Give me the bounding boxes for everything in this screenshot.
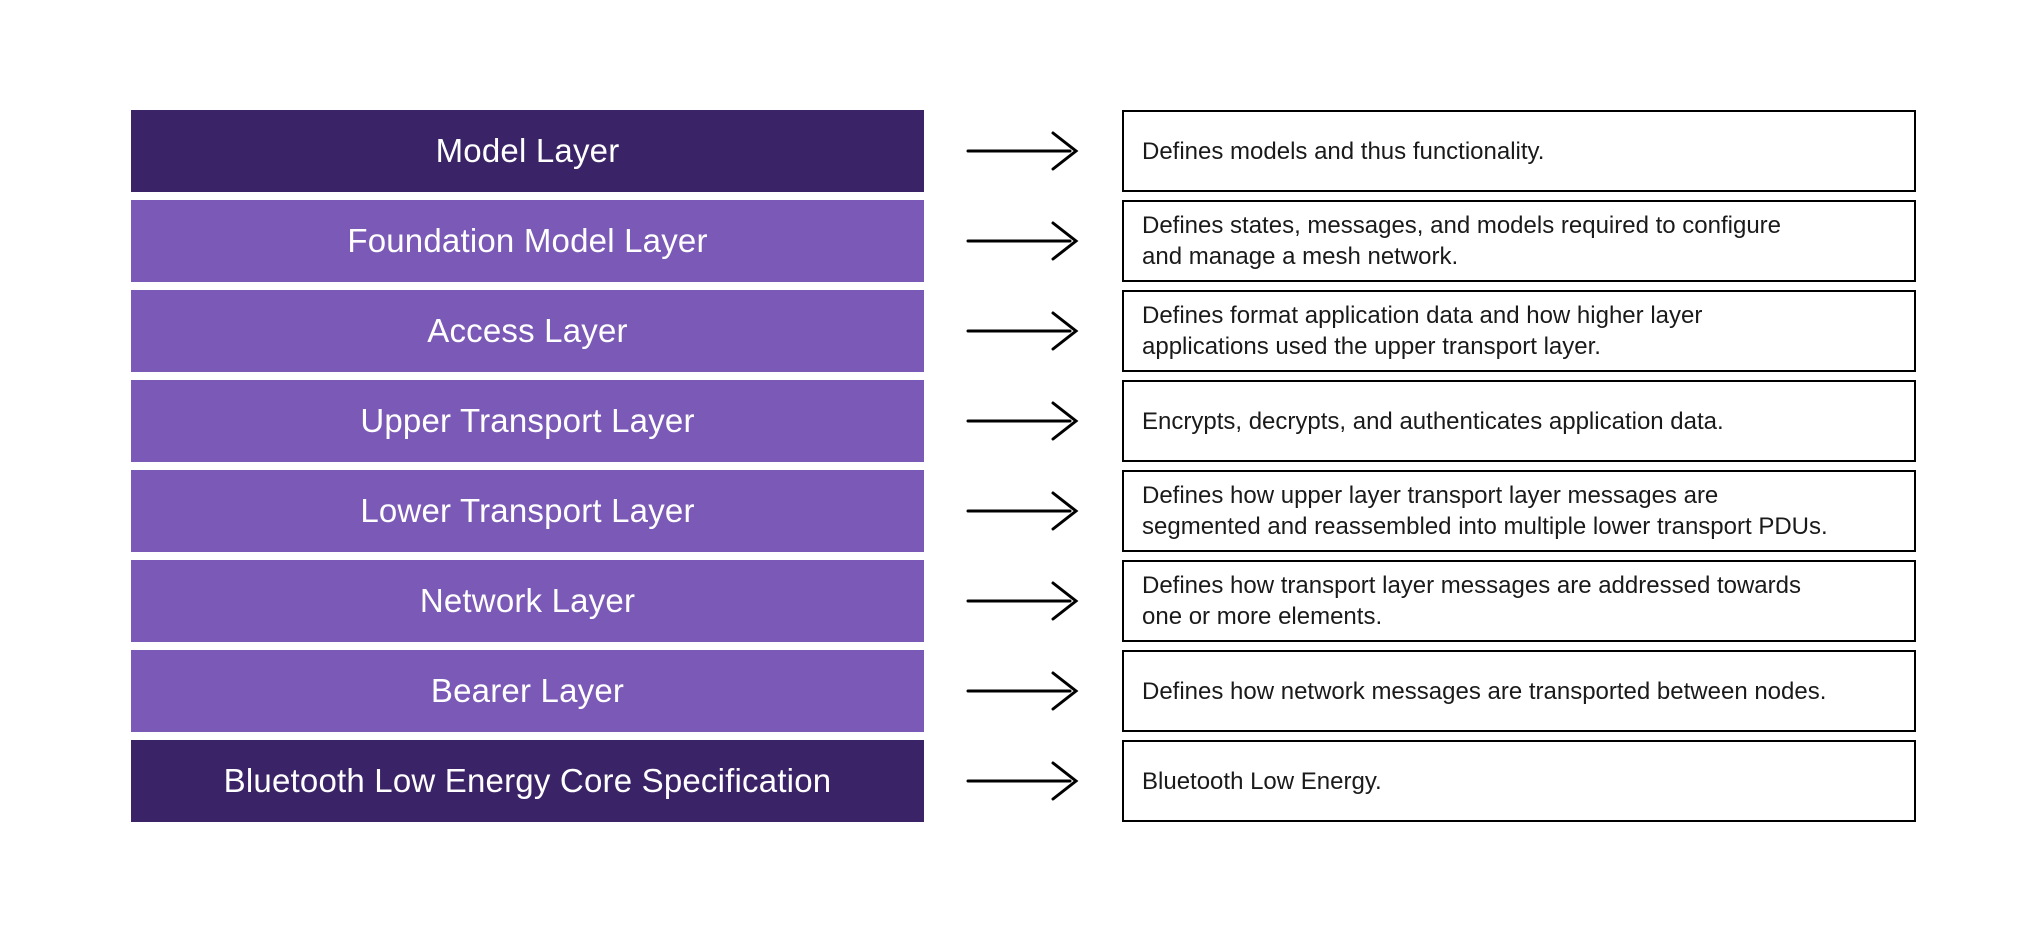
layer-label: Access Layer — [427, 312, 628, 349]
layer-label: Foundation Model Layer — [347, 222, 708, 259]
layer-row-8: Bluetooth Low Energy Core Specification … — [131, 740, 1917, 822]
layer-label: Model Layer — [435, 132, 620, 169]
description-box: Defines format application data and how … — [1122, 290, 1916, 372]
arrow-right-icon — [924, 650, 1122, 732]
layer-box-4: Upper Transport Layer — [131, 380, 924, 462]
description-box: Defines how upper layer transport layer … — [1122, 470, 1916, 552]
layer-label: Lower Transport Layer — [360, 492, 695, 529]
arrow-right-icon — [924, 200, 1122, 282]
layer-label: Bluetooth Low Energy Core Specification — [223, 762, 832, 799]
description-box: Defines models and thus functionality. — [1122, 110, 1916, 192]
description-text: Bluetooth Low Energy. — [1142, 767, 1382, 795]
arrow-right-icon — [924, 740, 1122, 822]
description-box: Defines how transport layer messages are… — [1122, 560, 1916, 642]
layer-box-6: Network Layer — [131, 560, 924, 642]
layer-row-4: Upper Transport Layer Encrypts, decrypts… — [131, 380, 1917, 462]
arrow-right-icon — [924, 470, 1122, 552]
description-text: Defines states, messages, and models req… — [1142, 212, 1782, 270]
arrow-right-icon — [924, 560, 1122, 642]
description-text: Defines how transport layer messages are… — [1142, 572, 1801, 630]
layer-box-7: Bearer Layer — [131, 650, 924, 732]
description-box: Defines how network messages are transpo… — [1122, 650, 1916, 732]
layer-label: Bearer Layer — [430, 672, 625, 709]
layer-row-3: Access Layer Defines format application … — [131, 290, 1917, 372]
arrow-right-icon — [924, 110, 1122, 192]
layer-row-2: Foundation Model Layer Defines states, m… — [131, 200, 1917, 282]
description-box: Encrypts, decrypts, and authenticates ap… — [1122, 380, 1916, 462]
layer-box-8: Bluetooth Low Energy Core Specification — [131, 740, 924, 822]
description-text: Defines how upper layer transport layer … — [1142, 482, 1828, 540]
layer-label: Upper Transport Layer — [360, 402, 695, 439]
description-text: Defines how network messages are transpo… — [1142, 677, 1827, 705]
layer-row-6: Network Layer Defines how transport laye… — [131, 560, 1917, 642]
description-box: Defines states, messages, and models req… — [1122, 200, 1916, 282]
layer-row-1: Model Layer Defines models and thus func… — [131, 110, 1917, 192]
bluetooth-mesh-stack-diagram: Model Layer Defines models and thus func… — [131, 110, 1917, 822]
arrow-right-icon — [924, 290, 1122, 372]
layer-row-7: Bearer Layer Defines how network message… — [131, 650, 1917, 732]
layer-row-5: Lower Transport Layer Defines how upper … — [131, 470, 1917, 552]
layer-box-3: Access Layer — [131, 290, 924, 372]
description-box: Bluetooth Low Energy. — [1122, 740, 1916, 822]
description-text: Encrypts, decrypts, and authenticates ap… — [1142, 407, 1724, 435]
description-text: Defines format application data and how … — [1142, 302, 1703, 360]
arrow-right-icon — [924, 380, 1122, 462]
layer-box-1: Model Layer — [131, 110, 924, 192]
layer-box-5: Lower Transport Layer — [131, 470, 924, 552]
layer-label: Network Layer — [419, 582, 636, 619]
layer-box-2: Foundation Model Layer — [131, 200, 924, 282]
description-text: Defines models and thus functionality. — [1142, 137, 1545, 165]
